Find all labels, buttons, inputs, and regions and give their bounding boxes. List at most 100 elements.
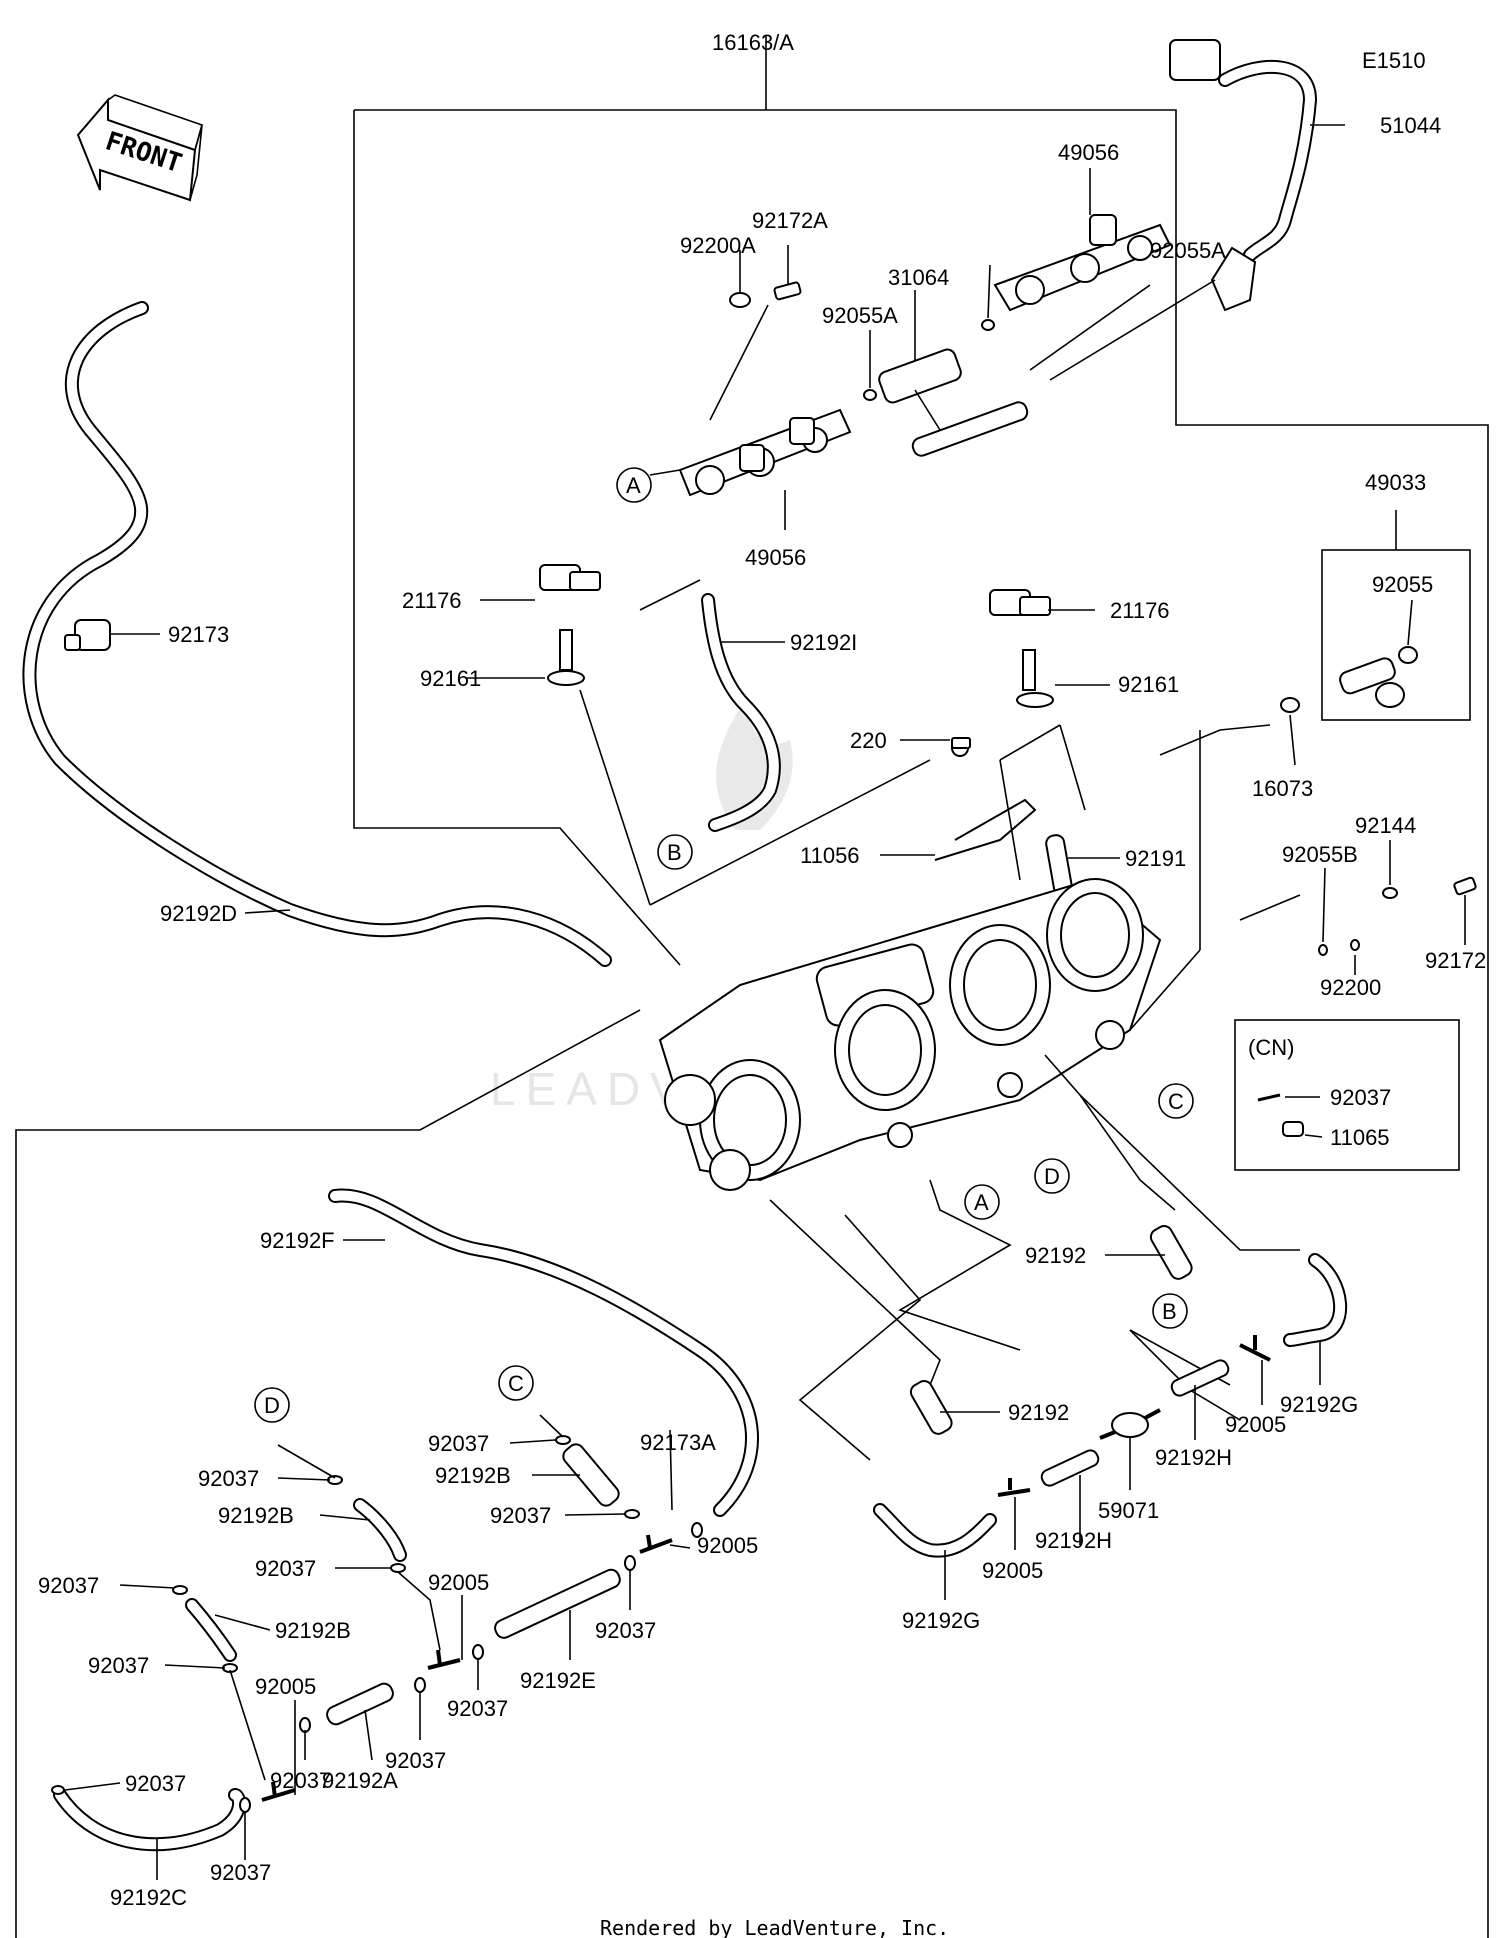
hose-92192-mid xyxy=(909,1380,953,1435)
hose-92192-upper xyxy=(1149,1225,1193,1280)
hose-92192A xyxy=(326,1682,394,1726)
label-92055B: 92055B xyxy=(1282,842,1358,867)
fuel-rail-lower xyxy=(678,408,852,497)
hose-92192F xyxy=(328,1188,759,1517)
label-92192B-d: 92192B xyxy=(218,1503,294,1528)
label-16073: 16073 xyxy=(1252,776,1313,801)
label-11056: 11056 xyxy=(800,843,860,868)
label-92037-c3: 92037 xyxy=(595,1618,656,1643)
label-11065: 11065 xyxy=(1330,1125,1390,1150)
hose-92192H-right xyxy=(1170,1359,1230,1397)
small-bolts-icon xyxy=(729,281,1477,956)
tee-92005-right-icon xyxy=(1239,1335,1271,1362)
hose-92192B-c xyxy=(562,1443,620,1507)
label-92192B-l: 92192B xyxy=(275,1618,351,1643)
front-arrow-icon: FRONT xyxy=(76,94,203,202)
label-92037-l4: 92037 xyxy=(210,1860,271,1885)
callout-d: D xyxy=(1044,1164,1060,1189)
leader-lines xyxy=(579,279,1301,1461)
callout-a-lower: A xyxy=(974,1190,989,1215)
throttle-body xyxy=(658,878,1162,1191)
callout-b-lower: B xyxy=(1162,1299,1177,1324)
label-92192F: 92192F xyxy=(260,1228,335,1253)
label-92037-cn: 92037 xyxy=(1330,1085,1391,1110)
kit-49033-parts-icon xyxy=(1280,646,1418,713)
label-92037-c2: 92037 xyxy=(490,1503,551,1528)
label-92055: 92055 xyxy=(1372,572,1433,597)
label-92037-d3: 92037 xyxy=(447,1696,508,1721)
hose-92192H-mid xyxy=(1040,1449,1100,1487)
label-92192H-right: 92192H xyxy=(1155,1445,1232,1470)
hose-51044 xyxy=(1169,39,1317,312)
label-92144: 92144 xyxy=(1355,813,1416,838)
label-92192D: 92192D xyxy=(160,901,237,926)
valve-92173-icon xyxy=(64,619,111,651)
hose-92192B-d xyxy=(353,1498,407,1562)
callout-b: B xyxy=(667,840,682,865)
fuel-joint-31064 xyxy=(878,348,1029,457)
label-92055A-left: 92055A xyxy=(822,303,898,328)
hose-92192C xyxy=(53,1788,247,1852)
label-92161-left: 92161 xyxy=(420,666,481,691)
label-92005-l: 92005 xyxy=(255,1674,316,1699)
label-92161-right: 92161 xyxy=(1118,672,1179,697)
label-92192G-mid: 92192G xyxy=(902,1608,980,1633)
label-49056-bottom: 49056 xyxy=(745,545,806,570)
hose-92192G-mid xyxy=(873,1503,997,1558)
label-92192-upper: 92192 xyxy=(1025,1243,1086,1268)
quick-connector-icon xyxy=(1210,246,1257,312)
label-92173: 92173 xyxy=(168,622,229,647)
label-92192B-c: 92192B xyxy=(435,1463,511,1488)
label-92037-l3: 92037 xyxy=(270,1768,331,1793)
quick-connector-icon xyxy=(1169,39,1221,81)
label-21176-left: 21176 xyxy=(402,588,462,613)
label-92192E: 92192E xyxy=(520,1668,596,1693)
label-21176-right: 21176 xyxy=(1110,598,1170,623)
label-92037-d2: 92037 xyxy=(255,1556,316,1581)
label-220: 220 xyxy=(850,728,887,753)
label-92005-mid: 92005 xyxy=(982,1558,1043,1583)
label-51044: 51044 xyxy=(1380,113,1441,138)
label-92037-d4: 92037 xyxy=(385,1748,446,1773)
tee-92005-mid-icon xyxy=(997,1478,1031,1497)
label-92172A: 92172A xyxy=(752,208,828,233)
fuel-rail-upper xyxy=(993,214,1172,312)
label-92192H-mid: 92192H xyxy=(1035,1528,1112,1553)
label-92037-l2: 92037 xyxy=(88,1653,149,1678)
callout-c-lower: C xyxy=(508,1371,524,1396)
left-leaders xyxy=(229,1414,564,1781)
label-92037-d1: 92037 xyxy=(198,1466,259,1491)
footer-credit: Rendered by LeadVenture, Inc. xyxy=(600,1916,949,1938)
group-title-cn: (CN) xyxy=(1248,1035,1294,1060)
group-title-49033: 49033 xyxy=(1365,470,1426,495)
label-92037-l1: 92037 xyxy=(38,1573,99,1598)
label-92192-mid: 92192 xyxy=(1008,1400,1069,1425)
injector-right xyxy=(989,589,1054,708)
callout-circles: A B C D A B C D xyxy=(254,467,1194,1423)
hose-92192I xyxy=(701,593,781,832)
tees-92005-left-icon xyxy=(261,1534,673,1802)
label-92191: 92191 xyxy=(1125,846,1186,871)
label-92200: 92200 xyxy=(1320,975,1381,1000)
label-49056-top: 49056 xyxy=(1058,140,1119,165)
callout-a: A xyxy=(626,473,641,498)
label-92200A: 92200A xyxy=(680,233,756,258)
label-92173A: 92173A xyxy=(640,1430,716,1455)
group-title-16163A: 16163/A xyxy=(712,30,794,55)
label-92005-c: 92005 xyxy=(697,1533,758,1558)
callout-d-lower: D xyxy=(264,1393,280,1418)
bracket-11056 xyxy=(934,739,1037,861)
group-frames xyxy=(15,36,1489,1938)
clamps-92037-icon xyxy=(51,1435,703,1813)
label-92055A-right: 92055A xyxy=(1150,238,1226,263)
hose-92192G-right xyxy=(1283,1253,1348,1347)
part-labels: 51044 49056 92172A 92200A 92055A 31064 9… xyxy=(38,113,1486,1910)
label-92192G-right: 92192G xyxy=(1280,1392,1358,1417)
hose-92192E xyxy=(494,1568,621,1639)
label-92005-d: 92005 xyxy=(428,1570,489,1595)
cn-parts-icon xyxy=(1257,1093,1304,1137)
label-92037-l5: 92037 xyxy=(125,1771,186,1796)
hose-92192B-l xyxy=(185,1598,237,1662)
injector-left xyxy=(539,564,601,686)
